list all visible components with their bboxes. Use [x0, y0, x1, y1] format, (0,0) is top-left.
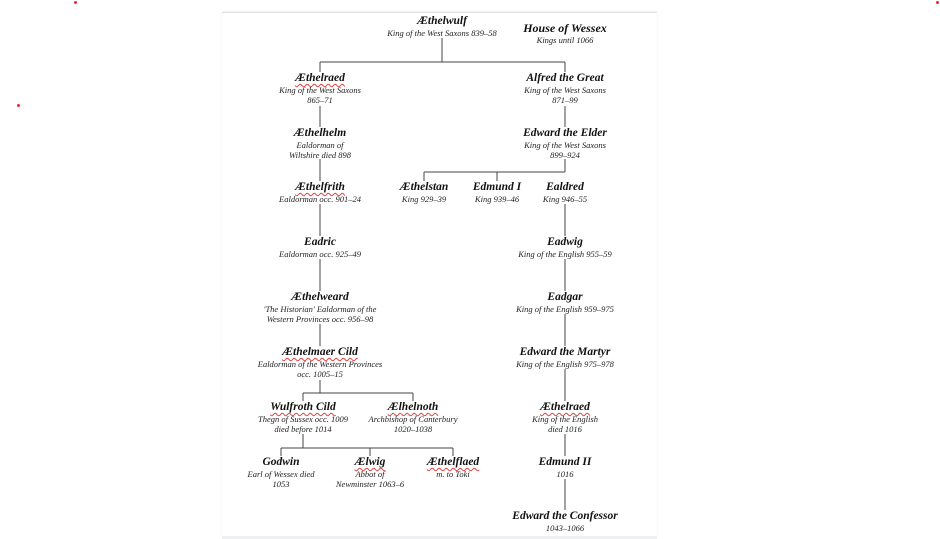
marker-dot — [74, 1, 77, 4]
connector — [302, 380, 414, 401]
person-name: Æthelflaed — [426, 456, 480, 468]
person-description: occ. 1005–15 — [297, 369, 343, 379]
person-description: King 929–39 — [401, 194, 447, 204]
page-bottom-edge — [222, 536, 657, 539]
person-name: Æthelmaer Cild — [282, 346, 358, 358]
person-name: Æthelweard — [291, 291, 349, 303]
person-name: Eadwig — [547, 236, 583, 248]
person-description: Western Provinces occ. 956–98 — [266, 314, 374, 324]
person-description: Ealdorman occ. 925–49 — [279, 249, 361, 259]
person-name: Ealdred — [546, 181, 584, 193]
person-description: King of the English 975–978 — [516, 359, 614, 369]
person-description: Ealdorman of the Western Provinces — [257, 359, 383, 369]
person-name: Edmund I — [472, 181, 522, 193]
person-description: 1043–1066 — [545, 523, 585, 533]
person-description: Ealdorman occ. 901–24 — [279, 194, 361, 204]
person-description: Wiltshire died 898 — [288, 150, 352, 160]
person-name: Godwin — [262, 456, 300, 468]
person-description: Newminster 1063–6 — [335, 479, 405, 489]
person-name: Eadgar — [547, 291, 583, 303]
person-name: Edward the Elder — [523, 127, 607, 139]
person-name: Ælhelnoth — [387, 401, 439, 413]
person-description: King of the English — [532, 414, 598, 424]
chart-title: House of Wessex Kings until 1066 — [523, 21, 607, 46]
person-description: King of the West Saxons — [524, 85, 606, 95]
person-description: 1053 — [272, 479, 290, 489]
person-node-aethelweard: Æthelweard'The Historian' Ealdorman of t… — [264, 291, 377, 324]
person-description: 865–71 — [307, 95, 333, 105]
person-description: 899–924 — [550, 150, 580, 160]
person-name: Alfred the Great — [526, 72, 604, 84]
person-description: died before 1014 — [274, 424, 332, 434]
person-name: Wulfroth Cild — [270, 401, 336, 413]
person-description: Archbishop of Canterbury — [368, 414, 458, 424]
person-description: Abbot of — [355, 469, 385, 479]
person-description: Earl of Wessex died — [247, 469, 315, 479]
connector — [423, 106, 566, 181]
person-description: King 946–55 — [542, 194, 588, 204]
marker-dot — [17, 104, 20, 107]
person-description: Thegn of Sussex occ. 1009 — [258, 414, 348, 424]
person-description: 871–99 — [552, 95, 578, 105]
person-name: Æthelraed — [295, 72, 345, 84]
person-name: Edward the Martyr — [519, 346, 611, 358]
person-description: King of the English 959–975 — [516, 304, 614, 314]
document-page — [222, 12, 657, 538]
person-name: Æthelhelm — [293, 127, 347, 139]
person-description: Ealdorman of — [296, 140, 344, 150]
person-description: died 1016 — [548, 424, 582, 434]
title-name: House of Wessex — [523, 21, 607, 35]
person-name: Eadric — [304, 236, 336, 248]
connector — [319, 38, 566, 72]
person-name: Æthelraed — [540, 401, 590, 413]
title-sub: Kings until 1066 — [536, 35, 594, 45]
person-description: King of the West Saxons — [524, 140, 606, 150]
marker-dot — [936, 1, 939, 4]
person-description: King 939–46 — [474, 194, 520, 204]
person-name: Edmund II — [538, 456, 592, 468]
person-name: Æthelfrith — [295, 181, 345, 193]
person-description: King of the English 955–59 — [518, 249, 612, 259]
person-description: King of the West Saxons 839–58 — [387, 28, 497, 38]
person-description: m. to Toki — [436, 469, 470, 479]
person-description: 1016 — [556, 469, 574, 479]
connector — [280, 434, 454, 456]
person-name: Æthelstan — [399, 181, 449, 193]
person-name: Æthelwulf — [417, 15, 467, 27]
person-description: King of the West Saxons — [279, 85, 361, 95]
person-name: Ælwig — [354, 456, 386, 468]
person-description: 1020–1038 — [393, 424, 433, 434]
person-description: 'The Historian' Ealdorman of the — [263, 304, 377, 314]
person-name: Edward the Confessor — [512, 510, 618, 522]
